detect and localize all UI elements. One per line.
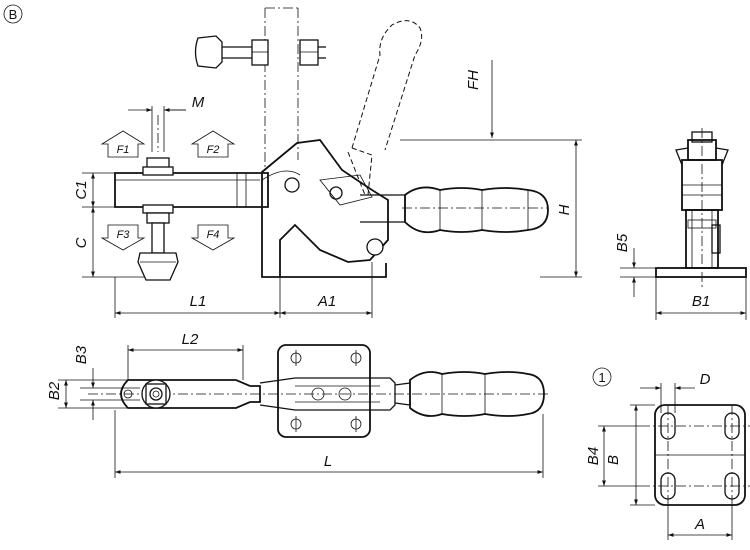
detail-marker-label: 1 xyxy=(598,370,605,385)
label-f3: F3 xyxy=(117,229,131,241)
top-view: L2 B3 B2 L xyxy=(46,331,548,478)
dim-m-label: M xyxy=(192,94,205,111)
force-fh-label: FH xyxy=(465,70,482,90)
dim-h-label: H xyxy=(556,204,573,215)
dim-l-label: L xyxy=(324,453,332,470)
dim-d-label: D xyxy=(700,371,711,388)
label-f2: F2 xyxy=(207,144,220,156)
side-view: F1 F2 F3 F4 M FH C1 C H xyxy=(73,60,582,318)
view-marker-label: B xyxy=(9,7,18,22)
force-arrow-f2: F2 xyxy=(190,130,236,158)
dim-l1-label: L1 xyxy=(190,293,207,310)
dim-b3-label: B3 xyxy=(73,345,90,364)
open-position-sketch xyxy=(194,7,423,196)
view-marker-b: B xyxy=(3,4,23,24)
label-f4: F4 xyxy=(207,229,220,241)
force-arrow-f4: F4 xyxy=(190,224,236,251)
dim-a-label: A xyxy=(694,516,705,533)
dim-c1-label: C1 xyxy=(73,180,90,199)
force-arrow-f3: F3 xyxy=(100,224,146,251)
dim-b-label: B xyxy=(605,455,622,465)
end-view: B5 B1 xyxy=(614,128,747,320)
base-plate-detail: 1 D B B4 A xyxy=(585,367,750,540)
force-arrow-f1: F1 xyxy=(100,130,146,158)
dim-b1-label: B1 xyxy=(692,293,710,310)
dim-a1-label: A1 xyxy=(317,293,336,310)
label-f1: F1 xyxy=(117,144,130,156)
dim-l2-label: L2 xyxy=(182,331,199,348)
dim-b4-label: B4 xyxy=(585,447,602,465)
dim-b2-label: B2 xyxy=(46,381,63,400)
dim-b5-label: B5 xyxy=(614,233,631,252)
dim-c-label: C xyxy=(73,237,90,248)
